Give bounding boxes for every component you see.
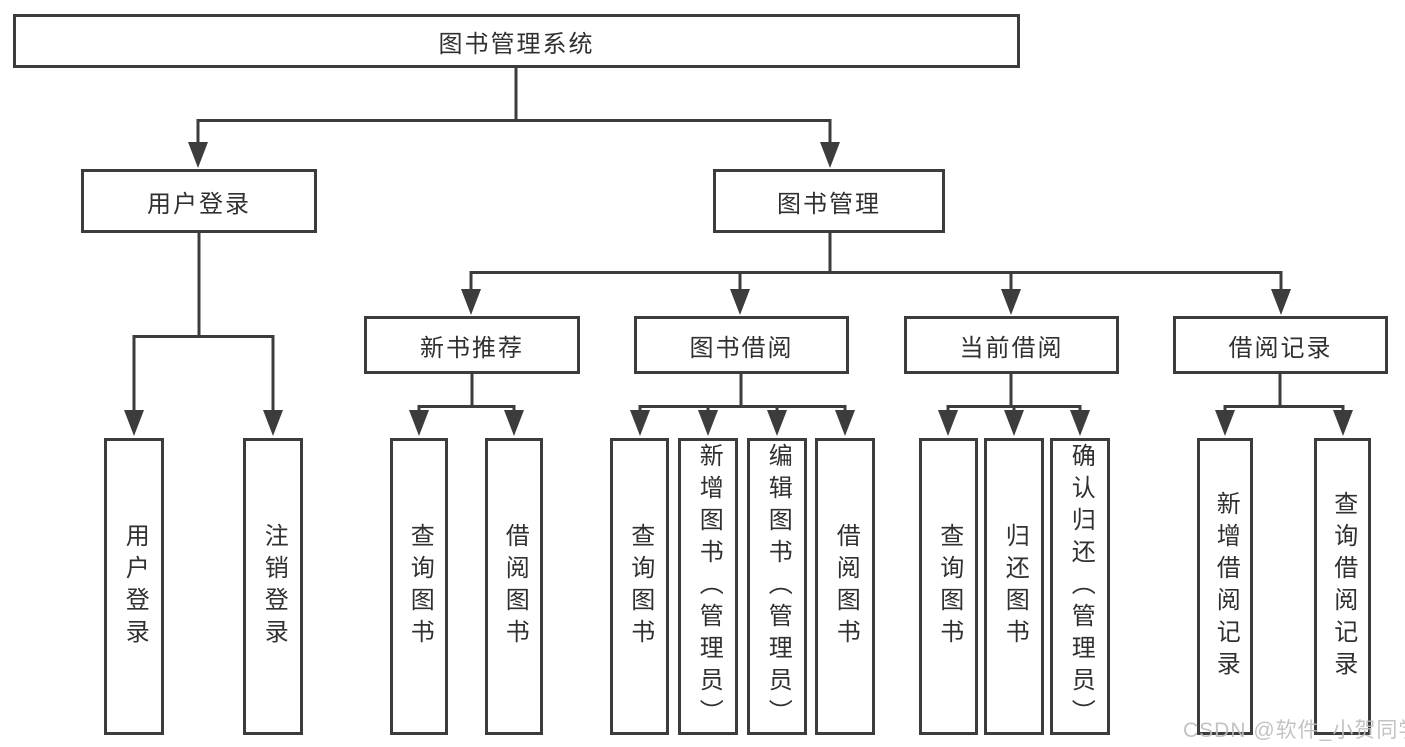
- leaf-user-login: 用户登录: [104, 438, 164, 735]
- leaf-nb-borrow-books-label: 借阅图书: [501, 522, 529, 651]
- leaf-bb-query-books-label: 查询图书: [626, 522, 654, 651]
- node-current-borrowing: 当前借阅: [904, 316, 1119, 374]
- leaf-cb-return-books-label: 归还图书: [1001, 522, 1029, 651]
- leaf-bb-edit-books-admin: 编辑图书（管理员）: [747, 438, 807, 735]
- leaf-br-query-record-label: 查询借阅记录: [1329, 490, 1357, 683]
- node-user-login-label: 用户登录: [147, 190, 251, 218]
- node-book-management-label: 图书管理: [777, 190, 881, 218]
- leaf-br-add-record-label: 新增借阅记录: [1212, 490, 1240, 683]
- node-user-login: 用户登录: [81, 169, 317, 233]
- leaf-cb-confirm-return-admin-label: 确认归还（管理员）: [1067, 442, 1095, 731]
- leaf-user-login-label: 用户登录: [121, 522, 149, 651]
- node-new-book-recommend: 新书推荐: [364, 316, 580, 374]
- leaf-bb-edit-books-admin-label: 编辑图书（管理员）: [764, 442, 792, 731]
- csdn-watermark: CSDN @软件_小贺同学: [1183, 719, 1405, 742]
- node-book-borrowing: 图书借阅: [634, 316, 849, 374]
- leaf-nb-query-books: 查询图书: [390, 438, 448, 735]
- leaf-br-query-record: 查询借阅记录: [1314, 438, 1371, 735]
- leaf-cb-confirm-return-admin: 确认归还（管理员）: [1050, 438, 1110, 735]
- node-book-management: 图书管理: [713, 169, 945, 233]
- leaf-br-add-record: 新增借阅记录: [1197, 438, 1253, 735]
- node-current-borrowing-label: 当前借阅: [959, 334, 1064, 362]
- leaf-bb-query-books: 查询图书: [610, 438, 669, 735]
- leaf-logout: 注销登录: [243, 438, 303, 735]
- leaf-cb-return-books: 归还图书: [984, 438, 1044, 735]
- node-borrow-records: 借阅记录: [1173, 316, 1388, 374]
- node-new-book-recommend-label: 新书推荐: [420, 334, 524, 362]
- leaf-bb-borrow-books-label: 借阅图书: [832, 522, 860, 651]
- leaf-bb-add-books-admin: 新增图书（管理员）: [678, 438, 738, 735]
- node-root-label: 图书管理系统: [438, 30, 595, 58]
- leaf-nb-query-books-label: 查询图书: [406, 522, 434, 651]
- leaf-cb-query-books: 查询图书: [919, 438, 978, 735]
- leaf-logout-label: 注销登录: [260, 522, 288, 651]
- leaf-cb-query-books-label: 查询图书: [935, 522, 963, 651]
- leaf-nb-borrow-books: 借阅图书: [485, 438, 543, 735]
- leaf-bb-add-books-admin-label: 新增图书（管理员）: [695, 442, 723, 731]
- node-borrow-records-label: 借阅记录: [1228, 334, 1333, 362]
- node-book-borrowing-label: 图书借阅: [689, 334, 794, 362]
- node-root: 图书管理系统: [13, 14, 1020, 68]
- leaf-bb-borrow-books: 借阅图书: [815, 438, 875, 735]
